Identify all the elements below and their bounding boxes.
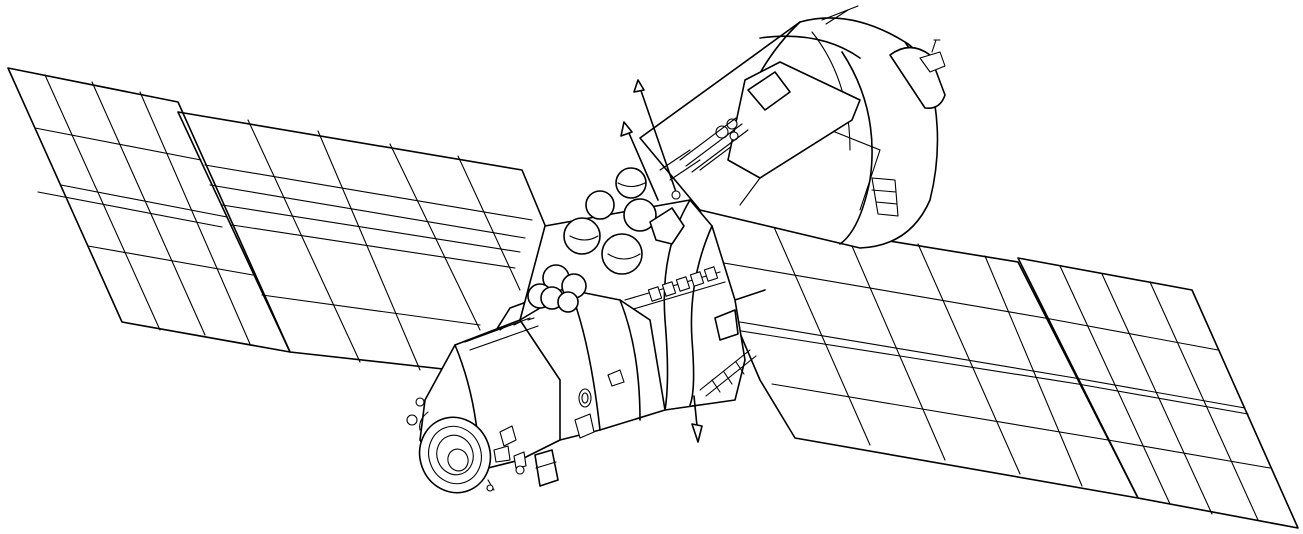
antennas — [620, 79, 707, 443]
right-solar-panel-inner — [699, 209, 1139, 499]
service-module-thruster — [871, 177, 899, 217]
right-solar-array — [699, 209, 1299, 529]
side-truss — [699, 289, 766, 397]
left-solar-panel-inner — [177, 111, 553, 373]
left-solar-array — [7, 67, 553, 373]
left-solar-panel-outer — [7, 67, 291, 353]
propellant-tanks — [527, 167, 685, 313]
service-module-box — [747, 71, 791, 111]
main-body-windows — [647, 266, 719, 302]
service-module-rail — [679, 117, 749, 173]
service-module-dome — [889, 39, 946, 110]
right-solar-panel-outer — [1017, 257, 1299, 529]
docking-port — [406, 397, 559, 494]
service-module — [639, 5, 946, 249]
